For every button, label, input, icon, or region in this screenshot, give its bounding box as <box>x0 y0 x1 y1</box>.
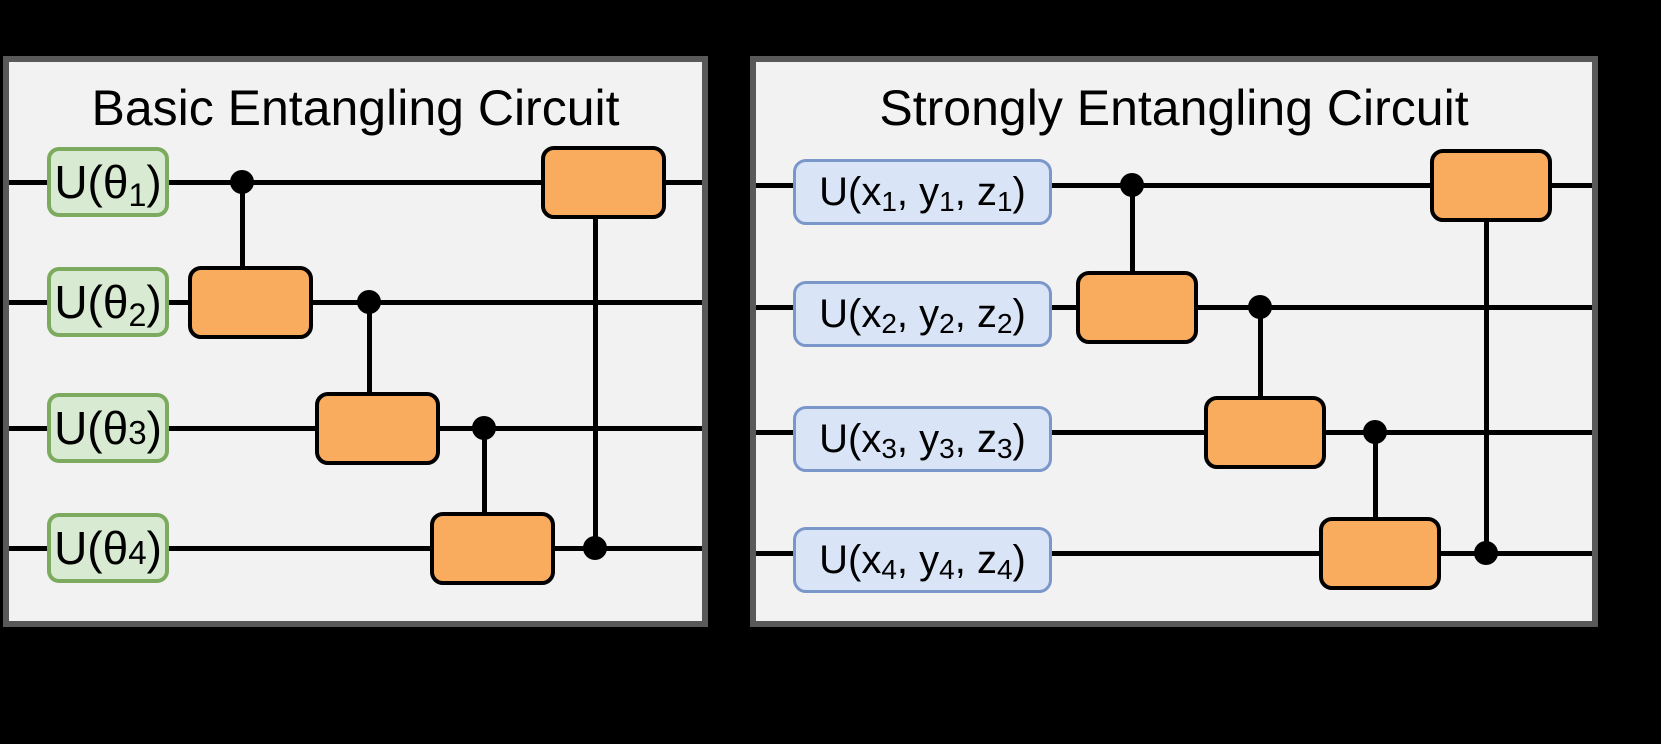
qubit-rotation-gate-label: U(θ3) <box>47 393 169 463</box>
qubit-rotation-gate-label: U(θ2) <box>47 267 169 337</box>
qubit-wire-1 <box>9 179 702 185</box>
qubit-rotation-gate-label: U(x1, y1, z1) <box>793 159 1052 225</box>
entangling-gate-box <box>1204 395 1326 469</box>
control-dot <box>1120 173 1144 197</box>
entangler-connector <box>1129 185 1135 307</box>
control-dot <box>583 536 607 560</box>
qubit-wire-4 <box>9 545 702 551</box>
qubit-rotation-gate-label: U(θ1) <box>47 147 169 217</box>
entangler-connector <box>1483 185 1489 553</box>
panel-basic-entangling-circuit: Basic Entangling Circuit U(θ1) U(θ2) U(θ3)… <box>3 56 708 627</box>
gate-label-text: U(θ4) <box>54 522 162 574</box>
gate-label-text: U(x3, y3, z3) <box>819 416 1026 465</box>
qubit-wire-2 <box>9 299 702 305</box>
entangling-gate-box <box>314 391 440 465</box>
gate-label-text: U(θ2) <box>54 276 162 333</box>
entangler-connector <box>239 182 245 302</box>
gate-label-text: U(θ1) <box>54 156 162 213</box>
control-dot <box>472 416 496 440</box>
gate-label-text: U(x2, y2, z2) <box>819 291 1026 340</box>
entangling-gate-box <box>540 145 666 219</box>
qubit-wire-1 <box>756 182 1592 188</box>
qubit-wire-3 <box>756 429 1592 435</box>
panel-title: Basic Entangling Circuit <box>91 80 620 136</box>
control-dot <box>1248 295 1272 319</box>
panel-strongly-entangling-circuit: Strongly Entangling Circuit U(x1, y1, z1… <box>750 56 1598 627</box>
entangler-connector <box>592 182 598 548</box>
entangling-gate-box <box>1319 516 1441 590</box>
panel-title: Strongly Entangling Circuit <box>879 80 1469 136</box>
qubit-rotation-gate-label: U(x2, y2, z2) <box>793 281 1052 347</box>
entangler-connector <box>1257 307 1263 432</box>
entangler-connector <box>1372 432 1378 553</box>
gate-label-text: U(θ3) <box>54 402 162 454</box>
entangling-gate-box <box>429 511 555 585</box>
gate-label-text: U(x1, y1, z1) <box>819 169 1026 218</box>
entangler-connector <box>366 302 372 428</box>
control-dot <box>1363 420 1387 444</box>
gate-label-text: U(x4, y4, z4) <box>819 537 1026 586</box>
entangler-connector <box>481 428 487 548</box>
qubit-rotation-gate-label: U(x4, y4, z4) <box>793 527 1052 593</box>
qubit-rotation-gate-label: U(x3, y3, z3) <box>793 406 1052 472</box>
circuit-stage: U(θ1) U(θ2) U(θ3) U(θ4) <box>9 62 702 621</box>
circuit-stage: U(x1, y1, z1) U(x2, y2, z2) U(x3, y3, z3) U… <box>756 62 1592 621</box>
control-dot <box>230 170 254 194</box>
qubit-wire-4 <box>756 550 1592 556</box>
entangling-gate-box <box>1430 148 1552 222</box>
control-dot <box>1474 541 1498 565</box>
entangling-gate-box <box>1076 270 1198 344</box>
control-dot <box>357 290 381 314</box>
entangling-gate-box <box>187 265 313 339</box>
qubit-rotation-gate-label: U(θ4) <box>47 513 169 583</box>
